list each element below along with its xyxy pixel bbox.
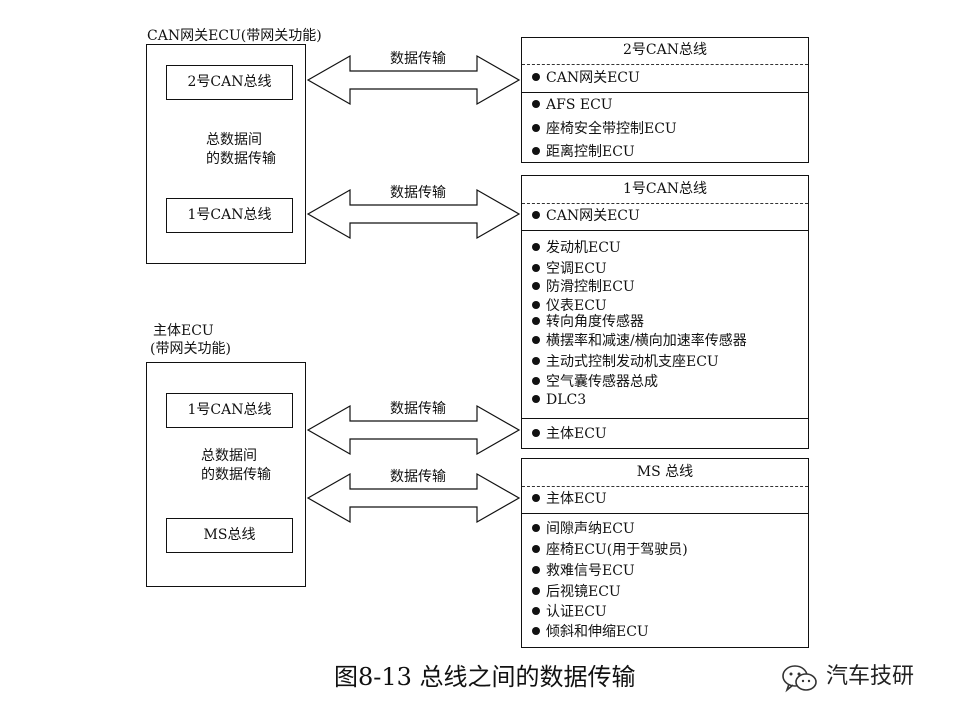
panel-can2-gateway-item: CAN网关ECU — [532, 70, 640, 86]
list-item: 后视镜ECU — [532, 584, 621, 600]
list-item: 座椅ECU(用于驾驶员) — [532, 542, 688, 558]
gateway-bottom-note-line2: 的数据传输 — [201, 467, 271, 483]
panel-can1-header: 1号CAN总线 — [623, 181, 707, 197]
list-item: 空气囊传感器总成 — [532, 374, 658, 390]
bullet-icon — [532, 301, 540, 309]
watermark-text: 汽车技研 — [826, 664, 915, 689]
panel-can2-header: 2号CAN总线 — [623, 42, 707, 58]
list-item: 发动机ECU — [532, 240, 621, 256]
list-item: 转向角度传感器 — [532, 314, 644, 330]
bullet-icon — [532, 627, 540, 635]
bullet-icon — [532, 243, 540, 251]
bullet-icon — [532, 124, 540, 132]
gateway-bottom-title-line1: 主体ECU — [153, 323, 214, 339]
list-item: 防滑控制ECU — [532, 279, 635, 295]
gateway-bottom-note-line1: 总数据间 — [201, 448, 257, 464]
panel-can1: 1号CAN总线 CAN网关ECU 发动机ECU 空调ECU 防滑控制ECU 仪表… — [521, 175, 809, 449]
list-item: 座椅安全带控制ECU — [532, 121, 677, 137]
gateway-top-lower-bus-label: 1号CAN总线 — [187, 207, 272, 223]
panel-can1-gateway-item: CAN网关ECU — [532, 208, 640, 224]
panel-can2-dashed-divider — [522, 64, 808, 65]
bullet-icon — [532, 377, 540, 385]
gateway-bottom-title-line2: (带网关功能) — [150, 341, 231, 357]
transfer-label-3: 数据传输 — [390, 401, 446, 417]
gateway-top-note-line1: 总数据间 — [206, 132, 262, 148]
bullet-icon — [532, 607, 540, 615]
list-item: 倾斜和伸缩ECU — [532, 624, 649, 640]
list-item: 认证ECU — [532, 604, 607, 620]
gateway-top-lower-bus-box: 1号CAN总线 — [166, 198, 293, 233]
gateway-top-title: CAN网关ECU(带网关功能) — [147, 28, 322, 44]
gateway-top-upper-bus-box: 2号CAN总线 — [166, 65, 293, 100]
panel-can2: 2号CAN总线 CAN网关ECU AFS ECU 座椅安全带控制ECU 距离控制… — [521, 37, 809, 163]
bullet-icon — [532, 211, 540, 219]
list-item: 间隙声纳ECU — [532, 521, 635, 537]
list-item: 空调ECU — [532, 261, 607, 277]
panel-ms-header: MS 总线 — [636, 464, 694, 480]
gateway-top-note-line2: 的数据传输 — [206, 151, 276, 167]
bullet-icon — [532, 524, 540, 532]
list-item: DLC3 — [532, 392, 586, 408]
bullet-icon — [532, 282, 540, 290]
gateway-top-upper-bus-label: 2号CAN总线 — [187, 74, 272, 90]
figure-caption: 图8-13 总线之间的数据传输 — [334, 663, 636, 691]
panel-ms-gateway-item: 主体ECU — [532, 491, 607, 507]
gateway-bottom-upper-bus-label: 1号CAN总线 — [187, 402, 272, 418]
list-item: 横摆率和减速/横向加速率传感器 — [532, 333, 747, 349]
watermark: 汽车技研 — [780, 662, 940, 696]
transfer-label-1: 数据传输 — [390, 51, 446, 67]
gateway-bottom-upper-bus-box: 1号CAN总线 — [166, 393, 293, 428]
bullet-icon — [532, 147, 540, 155]
panel-can1-footer-divider — [522, 418, 808, 419]
bullet-icon — [532, 73, 540, 81]
panel-ms: MS 总线 主体ECU 间隙声纳ECU 座椅ECU(用于驾驶员) 救难信号ECU… — [521, 458, 809, 648]
panel-can1-divider — [522, 230, 808, 231]
gateway-bottom-lower-bus-label: MS总线 — [203, 527, 256, 543]
bullet-icon — [532, 357, 540, 365]
bullet-icon — [532, 100, 540, 108]
bullet-icon — [532, 494, 540, 502]
panel-ms-divider — [522, 513, 808, 514]
panel-can1-dashed-divider — [522, 203, 808, 204]
bullet-icon — [532, 264, 540, 272]
list-item: 主动式控制发动机支座ECU — [532, 354, 719, 370]
wechat-icon — [782, 665, 817, 693]
bullet-icon — [532, 566, 540, 574]
bullet-icon — [532, 395, 540, 403]
list-item: AFS ECU — [532, 97, 613, 113]
bullet-icon — [532, 336, 540, 344]
bullet-icon — [532, 545, 540, 553]
panel-can2-divider — [522, 92, 808, 93]
transfer-label-2: 数据传输 — [390, 185, 446, 201]
list-item: 救难信号ECU — [532, 563, 635, 579]
bullet-icon — [532, 317, 540, 325]
panel-ms-dashed-divider — [522, 486, 808, 487]
bullet-icon — [532, 429, 540, 437]
gateway-bottom-lower-bus-box: MS总线 — [166, 518, 293, 553]
bullet-icon — [532, 587, 540, 595]
list-item: 距离控制ECU — [532, 144, 635, 160]
list-item: 仪表ECU — [532, 298, 607, 314]
panel-can1-footer-item: 主体ECU — [532, 426, 607, 442]
transfer-label-4: 数据传输 — [390, 469, 446, 485]
